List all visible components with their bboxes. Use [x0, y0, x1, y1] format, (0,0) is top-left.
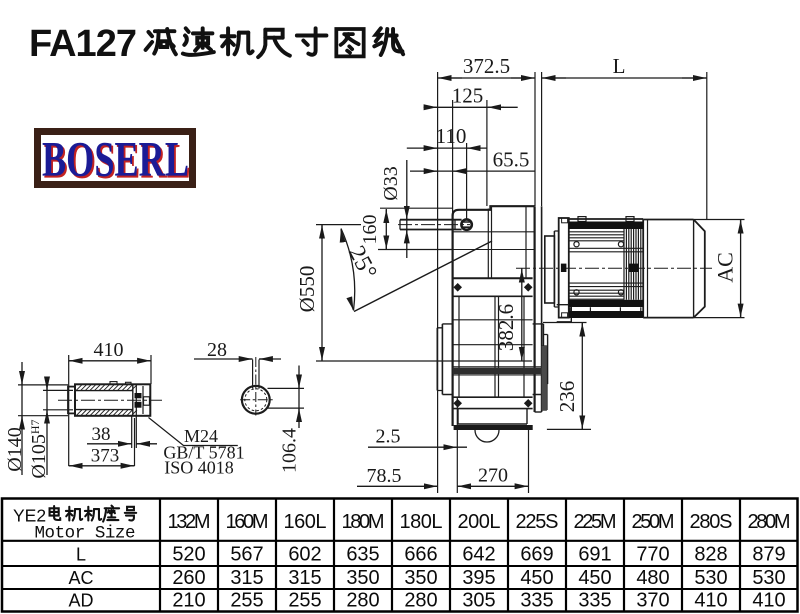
svg-text:520: 520: [172, 544, 205, 566]
svg-text:28: 28: [207, 339, 227, 361]
svg-text:450: 450: [520, 567, 553, 589]
svg-text:AD: AD: [68, 591, 93, 611]
svg-text:L: L: [76, 545, 86, 565]
svg-text:250M: 250M: [632, 511, 675, 533]
svg-text:530: 530: [752, 567, 785, 589]
svg-text:38: 38: [92, 424, 111, 445]
svg-text:AC: AC: [713, 252, 738, 283]
svg-text:225S: 225S: [516, 511, 559, 533]
svg-text:L: L: [613, 54, 626, 78]
svg-text:260: 260: [172, 567, 205, 589]
svg-text:255: 255: [230, 590, 263, 612]
svg-text:M24: M24: [184, 426, 218, 446]
svg-text:350: 350: [404, 567, 437, 589]
svg-text:770: 770: [636, 544, 669, 566]
svg-text:270: 270: [478, 465, 508, 487]
svg-text:410: 410: [752, 590, 785, 612]
svg-text:Ø140: Ø140: [4, 427, 26, 471]
svg-text:GB/T 5781: GB/T 5781: [163, 443, 244, 463]
svg-text:78.5: 78.5: [367, 465, 402, 487]
svg-text:280S: 280S: [690, 511, 733, 533]
svg-text:669: 669: [520, 544, 553, 566]
svg-text:2.5: 2.5: [376, 426, 401, 448]
svg-text:110: 110: [436, 124, 467, 148]
svg-text:635: 635: [346, 544, 379, 566]
svg-text:132M: 132M: [168, 511, 211, 533]
svg-text:65.5: 65.5: [493, 148, 530, 172]
svg-text:255: 255: [288, 590, 321, 612]
svg-text:410: 410: [94, 339, 124, 361]
svg-text:642: 642: [462, 544, 495, 566]
svg-text:FA127: FA127: [29, 23, 136, 65]
svg-text:530: 530: [694, 567, 727, 589]
svg-text:Ø550: Ø550: [295, 266, 319, 313]
svg-text:382.6: 382.6: [494, 304, 518, 351]
svg-text:666: 666: [404, 544, 437, 566]
svg-text:450: 450: [578, 567, 611, 589]
svg-text:305: 305: [462, 590, 495, 612]
svg-text:602: 602: [288, 544, 321, 566]
svg-text:160M: 160M: [226, 511, 269, 533]
svg-text:210: 210: [172, 590, 205, 612]
svg-text:ISO 4018: ISO 4018: [164, 458, 234, 478]
svg-text:180L: 180L: [400, 511, 443, 533]
svg-text:106.4: 106.4: [279, 428, 301, 473]
svg-text:691: 691: [578, 544, 611, 566]
svg-text:480: 480: [636, 567, 669, 589]
svg-text:125: 125: [452, 84, 484, 108]
svg-text:410: 410: [694, 590, 727, 612]
svg-text:395: 395: [462, 567, 495, 589]
svg-text:315: 315: [288, 567, 321, 589]
svg-text:315: 315: [230, 567, 263, 589]
svg-text:225M: 225M: [574, 511, 617, 533]
svg-text:373: 373: [91, 446, 120, 467]
svg-text:280: 280: [346, 590, 379, 612]
svg-text:AC: AC: [68, 568, 93, 588]
svg-text:236: 236: [555, 381, 579, 413]
svg-text:200L: 200L: [458, 511, 501, 533]
svg-text:335: 335: [578, 590, 611, 612]
svg-text:180M: 180M: [342, 511, 385, 533]
svg-text:335: 335: [520, 590, 553, 612]
svg-text:567: 567: [230, 544, 263, 566]
svg-text:280M: 280M: [748, 511, 791, 533]
svg-text:Motor Size: Motor Size: [35, 524, 136, 544]
svg-text:Ø105H7: Ø105H7: [28, 419, 50, 478]
svg-text:828: 828: [694, 544, 727, 566]
svg-text:370: 370: [636, 590, 669, 612]
svg-text:BOSERL: BOSERL: [42, 131, 189, 187]
svg-text:350: 350: [346, 567, 379, 589]
svg-text:372.5: 372.5: [463, 54, 510, 78]
svg-text:280: 280: [404, 590, 437, 612]
svg-text:160: 160: [359, 215, 381, 245]
svg-text:879: 879: [752, 544, 785, 566]
svg-text:Ø33: Ø33: [380, 166, 402, 200]
svg-text:BOSERL: BOSERL: [44, 132, 191, 188]
svg-text:YE2: YE2: [13, 506, 46, 526]
svg-text:160L: 160L: [284, 511, 327, 533]
